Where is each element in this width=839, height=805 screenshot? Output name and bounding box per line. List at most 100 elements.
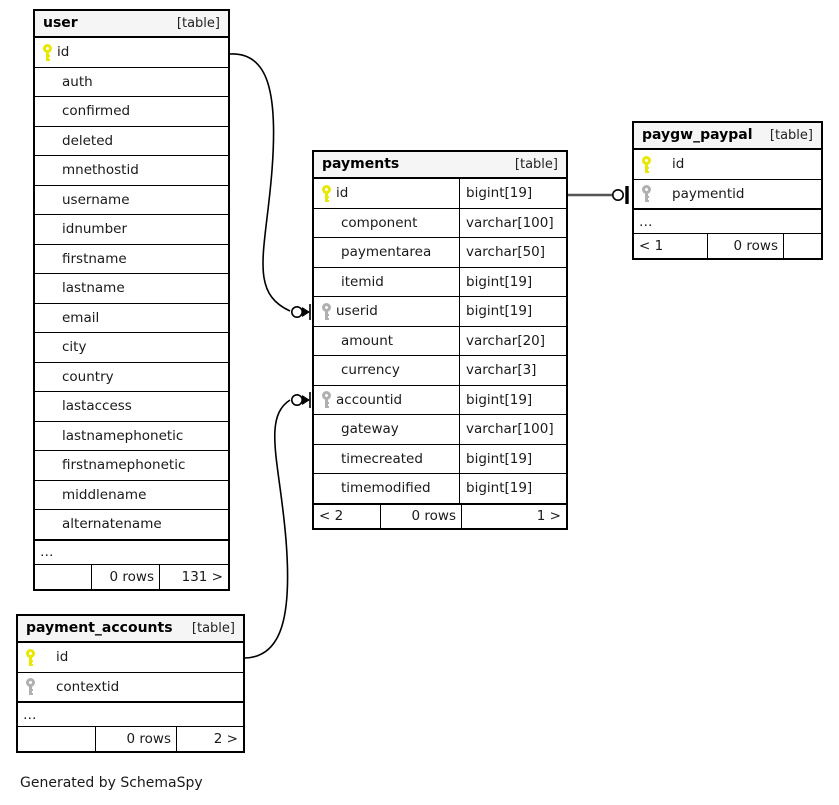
table-payments-title: payments: [322, 156, 400, 172]
column-row-payments-timemodified[interactable]: timemodified bigint[19]: [314, 474, 566, 504]
column-label: paymentid: [672, 185, 745, 202]
footer-row-count: 0 rows: [96, 727, 177, 751]
column-name-cell: confirmed: [35, 97, 228, 126]
footer-row-count: 0 rows: [381, 504, 462, 528]
relationship-user-payments: [229, 53, 311, 320]
column-row-user-city[interactable]: city: [35, 333, 228, 363]
column-row-payment-accounts-contextid[interactable]: contextid: [18, 673, 243, 702]
column-label: firstnamephonetic: [62, 457, 186, 474]
table-paygw-paypal-footer: < 1 0 rows: [634, 234, 821, 258]
column-name-cell: timemodified: [314, 474, 459, 503]
column-row-user-lastname[interactable]: lastname: [35, 274, 228, 304]
column-row-payments-timecreated[interactable]: timecreated bigint[19]: [314, 444, 566, 474]
column-name-cell: paymentarea: [314, 238, 459, 267]
relationship-payment-accounts-payments: [244, 392, 311, 659]
column-label: confirmed: [62, 103, 131, 120]
column-type: varchar[3]: [459, 356, 566, 385]
column-label: country: [62, 368, 114, 385]
column-row-user-auth[interactable]: auth: [35, 68, 228, 97]
column-row-payments-paymentarea[interactable]: paymentarea varchar[50]: [314, 238, 566, 268]
footer-next-link[interactable]: 2 >: [213, 731, 238, 747]
column-row-payments-id[interactable]: id bigint[19]: [314, 179, 566, 209]
column-label: mnethostid: [62, 162, 139, 179]
column-row-payments-currency[interactable]: currency varchar[3]: [314, 356, 566, 386]
column-row-paygw-paypal-paymentid[interactable]: paymentid: [634, 180, 821, 209]
column-type: bigint[19]: [459, 179, 566, 208]
column-name-cell: userid: [314, 297, 459, 326]
table-paygw-paypal[interactable]: paygw_paypal [table] id paymentid … < 1 …: [632, 121, 823, 260]
footer-prev-link[interactable]: < 1: [634, 234, 708, 258]
primary-key-icon: [641, 155, 652, 173]
column-row-payments-amount[interactable]: amount varchar[20]: [314, 326, 566, 356]
column-name-cell: timecreated: [314, 445, 459, 474]
table-payment-accounts-tag: [table]: [191, 620, 235, 636]
footer-next-link[interactable]: [784, 234, 821, 258]
column-row-user-alternatename[interactable]: alternatename: [35, 510, 228, 540]
column-label: id: [336, 185, 349, 202]
column-label: firstname: [62, 250, 127, 267]
column-name-cell: deleted: [35, 127, 228, 156]
primary-key-icon: [25, 648, 36, 666]
column-label: itemid: [341, 273, 384, 290]
column-label: paymentarea: [341, 244, 432, 261]
column-name-cell: id: [314, 179, 459, 208]
foreign-key-icon: [321, 391, 332, 409]
column-label: contextid: [56, 678, 120, 695]
column-name-cell: id: [35, 38, 228, 67]
column-row-paygw-paypal-id[interactable]: id: [634, 150, 821, 180]
column-label: currency: [341, 362, 400, 379]
table-payments[interactable]: payments [table] id bigint[19] component…: [312, 150, 568, 530]
column-label: deleted: [62, 132, 114, 149]
column-row-user-country[interactable]: country: [35, 363, 228, 392]
column-label: middlename: [62, 486, 147, 503]
column-row-payments-accountid[interactable]: accountid bigint[19]: [314, 385, 566, 415]
column-type: varchar[50]: [459, 238, 566, 267]
column-row-user-email[interactable]: email: [35, 304, 228, 333]
column-row-payments-component[interactable]: component varchar[100]: [314, 208, 566, 238]
table-payments-header: payments [table]: [314, 152, 566, 179]
table-paygw-paypal-title: paygw_paypal: [642, 127, 753, 143]
column-label: timemodified: [341, 480, 431, 497]
column-label: lastnamephonetic: [62, 427, 184, 444]
column-type: varchar[100]: [459, 415, 566, 444]
column-row-user-username[interactable]: username: [35, 186, 228, 215]
primary-key-icon: [42, 43, 53, 61]
column-row-user-mnethostid[interactable]: mnethostid: [35, 156, 228, 186]
foreign-key-icon: [321, 302, 332, 320]
table-payment-accounts-footer: 0 rows 2 >: [18, 727, 243, 751]
column-row-user-id[interactable]: id: [35, 38, 228, 68]
footer-prev-link[interactable]: [35, 564, 92, 589]
footer-next-link[interactable]: 131 >: [181, 568, 223, 585]
column-name-cell: city: [35, 333, 228, 362]
column-name-cell: middlename: [35, 481, 228, 510]
column-row-user-confirmed[interactable]: confirmed: [35, 97, 228, 127]
column-name-cell: country: [35, 363, 228, 392]
column-name-cell: alternatename: [35, 510, 228, 539]
cardinality-zero-circle: [611, 189, 624, 202]
column-name-cell: lastnamephonetic: [35, 422, 228, 451]
column-row-payments-userid[interactable]: userid bigint[19]: [314, 297, 566, 327]
column-row-user-deleted[interactable]: deleted: [35, 127, 228, 156]
column-row-user-idnumber[interactable]: idnumber: [35, 215, 228, 245]
footer-prev-link[interactable]: < 2: [314, 504, 381, 528]
column-row-user-lastnamephonetic[interactable]: lastnamephonetic: [35, 422, 228, 451]
column-row-user-firstname[interactable]: firstname: [35, 245, 228, 274]
footer-prev-link[interactable]: [18, 727, 96, 751]
table-payments-footer: < 2 0 rows 1 >: [314, 503, 566, 528]
column-label: id: [57, 44, 70, 61]
column-row-user-lastaccess[interactable]: lastaccess: [35, 392, 228, 422]
table-user[interactable]: user [table] id auth confirmed deleted: [33, 9, 230, 591]
column-label: email: [62, 309, 100, 326]
column-row-payments-gateway[interactable]: gateway varchar[100]: [314, 415, 566, 445]
column-label: timecreated: [341, 450, 423, 467]
column-name-cell: lastaccess: [35, 392, 228, 421]
table-payment-accounts-title: payment_accounts: [26, 620, 173, 636]
column-row-payments-itemid[interactable]: itemid bigint[19]: [314, 267, 566, 297]
column-row-user-middlename[interactable]: middlename: [35, 481, 228, 510]
column-row-user-firstnamephonetic[interactable]: firstnamephonetic: [35, 451, 228, 481]
footer-next-link[interactable]: 1 >: [536, 508, 561, 524]
column-type: varchar[100]: [459, 208, 566, 237]
table-payment-accounts[interactable]: payment_accounts [table] id contextid … …: [16, 614, 245, 753]
column-label: alternatename: [62, 516, 162, 533]
column-row-payment-accounts-id[interactable]: id: [18, 643, 243, 673]
